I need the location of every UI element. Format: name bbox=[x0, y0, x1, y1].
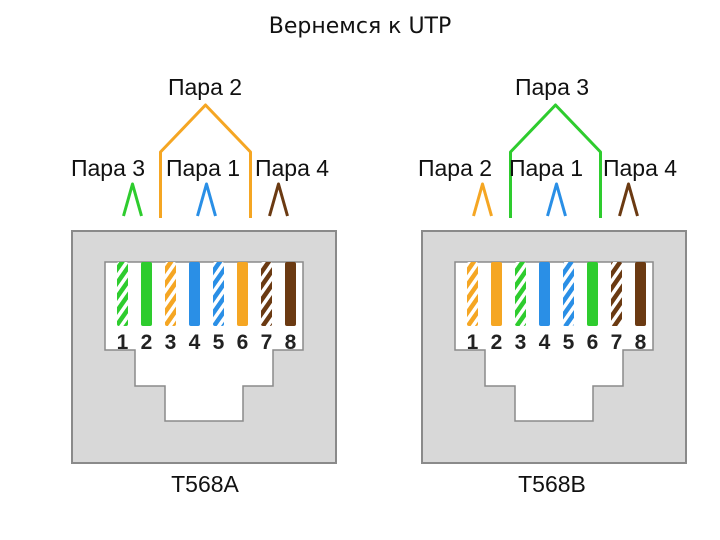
wire-6-orange bbox=[237, 262, 248, 326]
socket-cavity bbox=[104, 261, 304, 422]
pair-chevron-brown bbox=[618, 182, 639, 217]
side-pair-label: Пара 1 bbox=[509, 155, 583, 181]
pin-number: 3 bbox=[165, 331, 177, 354]
standard-label: T568B bbox=[518, 471, 586, 497]
wire-2-orange bbox=[491, 262, 502, 326]
pair-chevron-orange bbox=[472, 182, 493, 217]
side-pair-label: Пара 4 bbox=[603, 155, 677, 181]
pin-number: 7 bbox=[611, 331, 623, 354]
wire-5-blue-white bbox=[213, 262, 224, 326]
top-pair-label: Пара 2 bbox=[168, 74, 242, 100]
top-pair-wire bbox=[159, 103, 252, 218]
standard-label: T568A bbox=[171, 471, 239, 497]
side-pair-label: Пара 1 bbox=[166, 155, 240, 181]
wire-2-green bbox=[141, 262, 152, 326]
pin-number: 4 bbox=[189, 331, 201, 354]
side-pair-label: Пара 2 bbox=[418, 155, 492, 181]
pin-number: 3 bbox=[515, 331, 527, 354]
wire-7-brown-white bbox=[611, 262, 622, 326]
pair-chevron-blue bbox=[196, 182, 217, 217]
pin-number: 6 bbox=[237, 331, 249, 354]
pair-chevron-blue bbox=[546, 182, 567, 217]
wire-1-orange-white bbox=[467, 262, 478, 326]
wire-4-blue bbox=[539, 262, 550, 326]
wire-1-green-white bbox=[117, 262, 128, 326]
pin-number: 5 bbox=[213, 331, 225, 354]
top-pair-wire bbox=[509, 103, 602, 218]
wire-3-green-white bbox=[515, 262, 526, 326]
wire-5-blue-white bbox=[563, 262, 574, 326]
wire-3-orange-white bbox=[165, 262, 176, 326]
wire-8-brown bbox=[635, 262, 646, 326]
pin-number: 7 bbox=[261, 331, 273, 354]
wire-8-brown bbox=[285, 262, 296, 326]
side-pair-label: Пара 4 bbox=[255, 155, 329, 181]
socket-cavity bbox=[454, 261, 654, 422]
wire-4-blue bbox=[189, 262, 200, 326]
pin-number: 1 bbox=[467, 331, 479, 354]
wire-7-brown-white bbox=[261, 262, 272, 326]
pin-number: 5 bbox=[563, 331, 575, 354]
pin-number: 2 bbox=[141, 331, 153, 354]
side-pair-label: Пара 3 bbox=[71, 155, 145, 181]
page-title: Вернемся к UTP bbox=[268, 14, 452, 39]
pin-number: 8 bbox=[635, 331, 647, 354]
top-pair-label: Пара 3 bbox=[515, 74, 589, 100]
pin-number: 2 bbox=[491, 331, 503, 354]
pair-chevron-brown bbox=[268, 182, 289, 217]
pin-number: 6 bbox=[587, 331, 599, 354]
pin-number: 4 bbox=[539, 331, 551, 354]
pin-number: 1 bbox=[117, 331, 129, 354]
pin-number: 8 bbox=[285, 331, 297, 354]
pair-chevron-green bbox=[122, 182, 143, 217]
wire-6-green bbox=[587, 262, 598, 326]
